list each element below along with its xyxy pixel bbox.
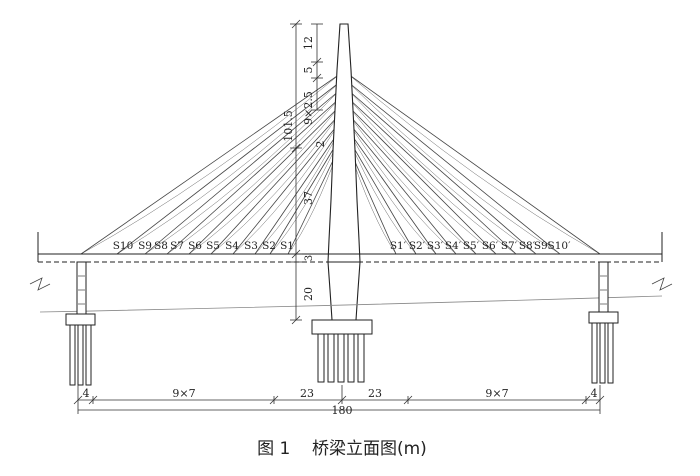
stay-cable (188, 105, 341, 255)
stay-cable (144, 89, 341, 255)
stay-cable (347, 89, 537, 255)
cable-label: S2′ (409, 240, 426, 252)
stay-cable-curve (116, 81, 341, 255)
dim-tower-anchor: 9×2.5 (302, 91, 315, 125)
cable-label: S4′ (445, 240, 462, 252)
dim-right-cable: 9×7 (485, 387, 508, 400)
cable-label: S5′ (463, 240, 480, 252)
stay-cable (347, 97, 517, 255)
stay-cable-curve (347, 129, 437, 255)
stay-cable-curve (210, 113, 341, 255)
dim-left-mid: 23 (300, 387, 314, 400)
stay-cable-curve (269, 137, 341, 255)
stay-cable-curve (144, 89, 341, 255)
dim-total: 180 (332, 404, 353, 417)
stay-cable-curve (347, 81, 561, 255)
cable-label: S9′ (534, 240, 551, 252)
stay-cable-curve (80, 73, 341, 255)
bridge-deck (37, 232, 663, 263)
dim-right-mid: 23 (368, 387, 382, 400)
cable-label: S5 (206, 240, 220, 252)
stay-cable (166, 97, 341, 255)
cable-label: S7′ (501, 240, 518, 252)
dim-tower-top: 12 (302, 36, 315, 50)
dim-left-cable: 9×7 (172, 387, 195, 400)
cable-label: S7 (170, 240, 184, 252)
pylon-tower (327, 23, 361, 321)
dim-tower-upper: 37 (302, 191, 315, 205)
stay-cable (287, 145, 341, 255)
stay-cable-curve (347, 73, 601, 255)
stay-cable (210, 113, 341, 255)
cable-label: S10′ (548, 240, 572, 252)
cable-label: S8′ (519, 240, 536, 252)
cable-label: S1 (280, 240, 294, 252)
stay-cable-curve (166, 97, 341, 255)
cable-label: S10 (113, 240, 134, 252)
cable-label: S3 (244, 240, 258, 252)
stay-cable (347, 129, 437, 255)
cable-label: S2 (262, 240, 276, 252)
stay-cable (347, 73, 601, 255)
stay-cable-curve (188, 105, 341, 255)
cable-label: S6′ (482, 240, 499, 252)
stay-cable-curve (347, 105, 497, 255)
cable-label: S8 (154, 240, 168, 252)
dim-tower-seg5: 5 (302, 67, 315, 74)
stay-cable (254, 129, 341, 255)
dim-tower-gap: 2 (314, 141, 327, 148)
cable-label: S6 (188, 240, 202, 252)
cable-label: S3′ (427, 240, 444, 252)
dim-tower-total: 101.5 (282, 110, 295, 142)
stay-cable-curve (232, 121, 341, 255)
main-pier-foundation (311, 319, 373, 383)
tower-dimension-chain (290, 19, 323, 325)
break-mark-left (29, 277, 51, 291)
dim-left-end: 4 (83, 387, 90, 400)
stay-cable (80, 73, 341, 255)
span-dimension-lines (73, 385, 605, 414)
stay-cable-curve (347, 121, 457, 255)
dim-tower-deck: 3 (304, 255, 315, 261)
stay-cable-curve (347, 97, 517, 255)
break-mark-right (651, 277, 673, 291)
side-pier-right (588, 261, 619, 384)
stay-cable-curve (254, 129, 341, 255)
cable-label: S9 (138, 240, 152, 252)
cable-labels-right: S1′S2′S3′S4′S5′S6′S7′S8′S9′S10′ (390, 240, 571, 252)
stay-cable-curve (347, 113, 477, 255)
stay-cable (232, 121, 341, 255)
stay-cable (347, 121, 457, 255)
stay-cable (269, 137, 341, 255)
stay-cable-curve (347, 89, 537, 255)
side-pier-left (65, 261, 96, 386)
stay-cable (116, 81, 341, 255)
dim-tower-lower: 20 (302, 287, 315, 301)
stay-cable (347, 81, 561, 255)
dim-right-end: 4 (591, 387, 598, 400)
cable-label: S4 (225, 240, 239, 252)
ground-line (39, 295, 663, 313)
stay-cable (347, 113, 477, 255)
cable-fan-left (80, 73, 341, 255)
figure-caption: 图 1 桥梁立面图(m) (257, 439, 427, 459)
cable-label: S1′ (390, 240, 407, 252)
stay-cable (347, 137, 417, 255)
cable-fan-right (347, 73, 601, 255)
stay-cable (347, 105, 497, 255)
